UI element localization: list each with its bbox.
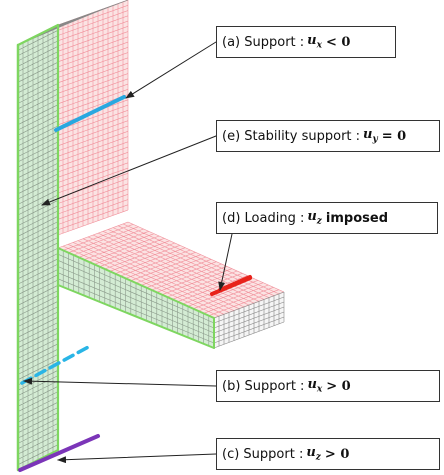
arrow-support-a — [125, 41, 217, 99]
arrow-loading-d — [218, 233, 233, 291]
callout-support-a-condition: < 0 — [325, 34, 351, 50]
arm-top-front-edge — [57, 247, 215, 319]
column-top-front-edge — [16, 23, 60, 47]
callout-support-b: (b) Support : ux > 0 — [216, 370, 440, 402]
arrow-stability-support-e — [41, 135, 217, 206]
arrow-support-b — [23, 377, 217, 387]
arrow-support-c — [57, 453, 217, 464]
callout-support-b-condition: > 0 — [326, 378, 351, 394]
callout-support-c-condition: > 0 — [324, 446, 350, 462]
callout-support-b-symbol: ux — [307, 377, 323, 395]
callout-stability-support-e: (e) Stability support : uy = 0 — [216, 120, 440, 152]
support-a-line — [54, 95, 126, 132]
callout-support-a: (a) Support : ux < 0 — [216, 26, 396, 58]
callout-loading-d-symbol: uz — [307, 209, 322, 227]
callout-stability-support-e-condition: = 0 — [381, 128, 407, 144]
callout-support-a-label: (a) Support : — [222, 34, 305, 50]
support-b-dashed-line — [20, 343, 94, 385]
callout-support-c: (c) Support : uz > 0 — [216, 438, 440, 470]
support-c-line — [18, 434, 100, 472]
callout-support-c-symbol: uz — [306, 445, 321, 463]
callout-support-b-label: (b) Support : — [222, 378, 305, 394]
callout-loading-d-label: (d) Loading : — [222, 210, 305, 226]
callout-loading-d: (d) Loading : uz imposed — [216, 202, 438, 234]
arm-bottom-front-edge — [57, 284, 215, 349]
callout-support-a-symbol: ux — [307, 33, 322, 51]
callout-support-c-label: (c) Support : — [222, 446, 304, 462]
loading-d-line-extension — [210, 276, 252, 296]
callout-stability-support-e-symbol: uy — [363, 127, 378, 145]
callout-loading-d-condition: imposed — [325, 210, 389, 226]
callout-stability-support-e-label: (e) Stability support : — [222, 128, 361, 144]
